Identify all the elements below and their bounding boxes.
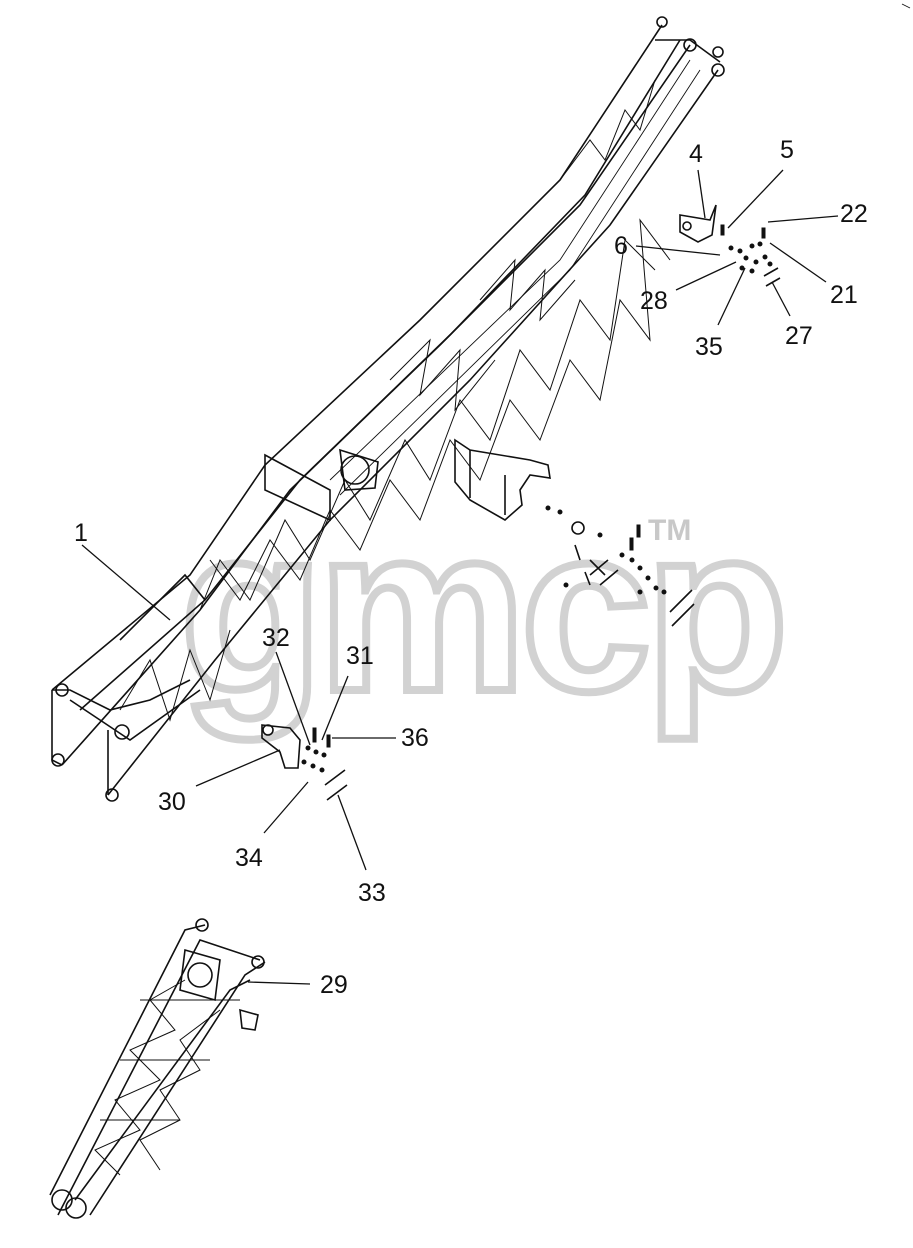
callout-21: 21 xyxy=(830,281,858,309)
leader-4 xyxy=(697,169,706,219)
mount-bracket-icon xyxy=(454,438,695,627)
leader-34 xyxy=(263,781,309,834)
callout-5: 5 xyxy=(780,136,794,164)
callout-28: 28 xyxy=(640,287,668,315)
corner-mark xyxy=(901,3,911,9)
callout-22: 22 xyxy=(840,200,868,228)
callout-4: 4 xyxy=(689,140,703,168)
callout-27: 27 xyxy=(785,322,813,350)
callout-32: 32 xyxy=(262,624,290,652)
leader-27 xyxy=(771,281,791,317)
boom-lattice-icon xyxy=(51,16,725,802)
leader-21 xyxy=(769,242,827,283)
callout-36: 36 xyxy=(401,724,429,752)
callout-leaders xyxy=(81,169,839,985)
watermark-trademark: TM xyxy=(648,514,691,547)
callout-31: 31 xyxy=(346,642,374,670)
callout-29: 29 xyxy=(320,971,348,999)
leader-29 xyxy=(247,981,311,985)
lower-bracket-icon xyxy=(261,724,348,801)
leader-35 xyxy=(717,267,746,326)
leader-32 xyxy=(275,651,311,746)
leader-5 xyxy=(727,169,784,229)
boom-base-section-icon xyxy=(49,918,266,1219)
leader-6 xyxy=(635,245,721,256)
callout-33: 33 xyxy=(358,879,386,907)
leader-33 xyxy=(337,794,367,871)
callout-1: 1 xyxy=(74,519,88,547)
leader-28 xyxy=(675,261,737,291)
callout-labels: 1 4 5 22 6 21 28 35 27 32 31 36 30 34 33… xyxy=(74,136,868,999)
callout-34: 34 xyxy=(235,844,263,872)
leader-22 xyxy=(767,215,839,223)
leader-31 xyxy=(321,675,349,741)
callout-6: 6 xyxy=(614,232,628,260)
callout-30: 30 xyxy=(158,788,186,816)
leader-1 xyxy=(81,544,171,621)
leader-30 xyxy=(195,749,281,787)
callout-35: 35 xyxy=(695,333,723,361)
bracket-assembly-icon xyxy=(679,204,781,287)
